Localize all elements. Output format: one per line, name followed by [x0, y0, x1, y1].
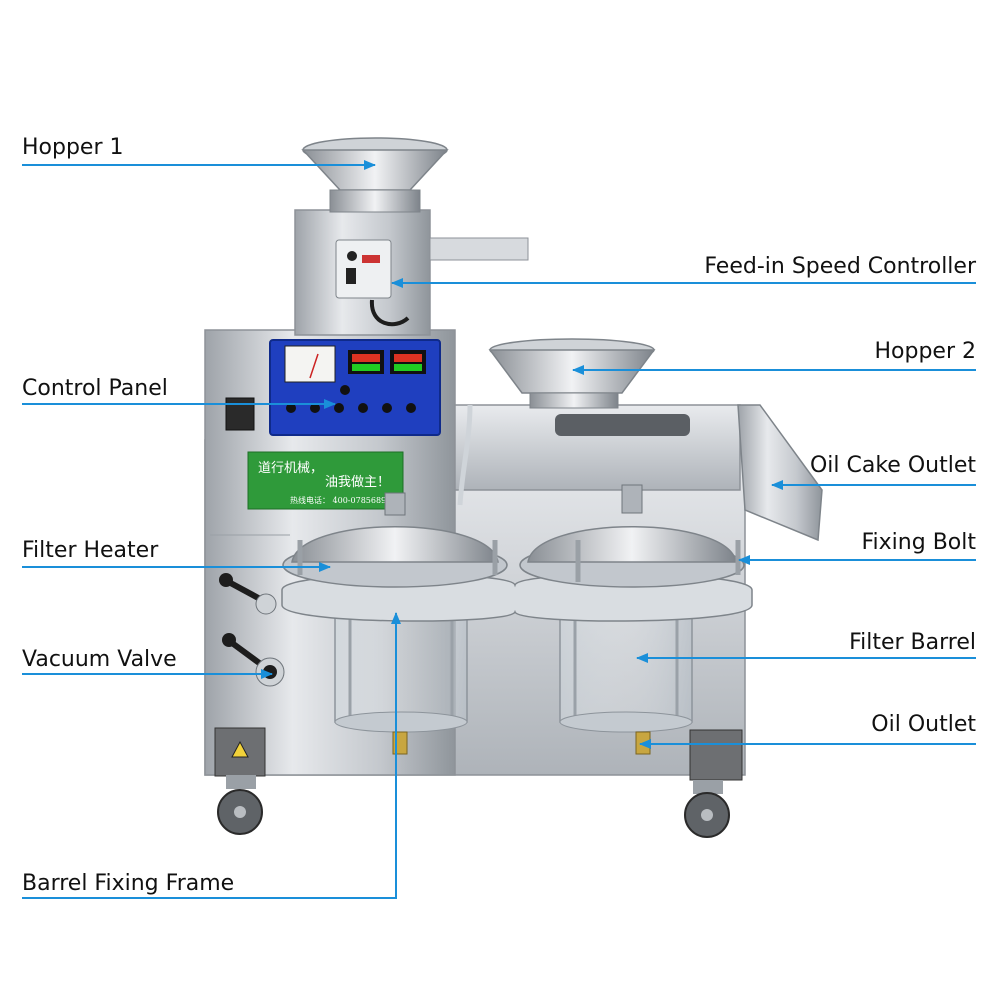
filter-dome-left — [282, 492, 508, 588]
green-banner: 道行机械， 油我做主！ 热线电话： 400-0785689 — [247, 451, 404, 510]
leader-lines — [22, 160, 976, 899]
banner-line-2: 油我做主！ — [325, 475, 390, 490]
control-panel-shape — [269, 339, 441, 436]
label-hopper-2: Hopper 2 — [874, 339, 976, 364]
banner-line-1: 道行机械， — [258, 461, 323, 476]
label-feed-in-speed-controller: Feed-in Speed Controller — [704, 254, 976, 279]
left-pedal — [214, 727, 266, 777]
machine: 道行机械， 油我做主！ 热线电话： 400-0785689 — [204, 137, 823, 838]
wheels — [217, 775, 730, 838]
press-window — [555, 414, 690, 436]
label-oil-cake-outlet: Oil Cake Outlet — [809, 453, 976, 478]
label-hopper-1: Hopper 1 — [22, 135, 124, 160]
filter-dome-right — [519, 484, 745, 588]
banner-phone: 热线电话： 400-0785689 — [290, 495, 386, 505]
side-chute — [429, 237, 529, 261]
speed-controller-box — [335, 239, 410, 327]
label-vacuum-valve: Vacuum Valve — [22, 647, 177, 672]
right-pedal — [689, 729, 743, 781]
leader-barrel-fixing-frame — [22, 612, 401, 899]
filter-barrel-right — [559, 611, 693, 733]
label-barrel-fixing-frame: Barrel Fixing Frame — [22, 871, 235, 896]
label-filter-barrel: Filter Barrel — [849, 630, 976, 655]
label-filter-heater: Filter Heater — [22, 538, 159, 563]
oil-cake-chute — [737, 404, 823, 542]
hopper-1-shape — [301, 137, 449, 213]
label-fixing-bolt: Fixing Bolt — [861, 530, 977, 555]
valve-handles — [219, 573, 285, 687]
filter-barrel-left — [334, 611, 468, 733]
label-oil-outlet: Oil Outlet — [871, 712, 976, 737]
hopper-2-shape — [488, 338, 656, 409]
side-switch — [225, 397, 255, 431]
label-control-panel: Control Panel — [22, 376, 168, 401]
